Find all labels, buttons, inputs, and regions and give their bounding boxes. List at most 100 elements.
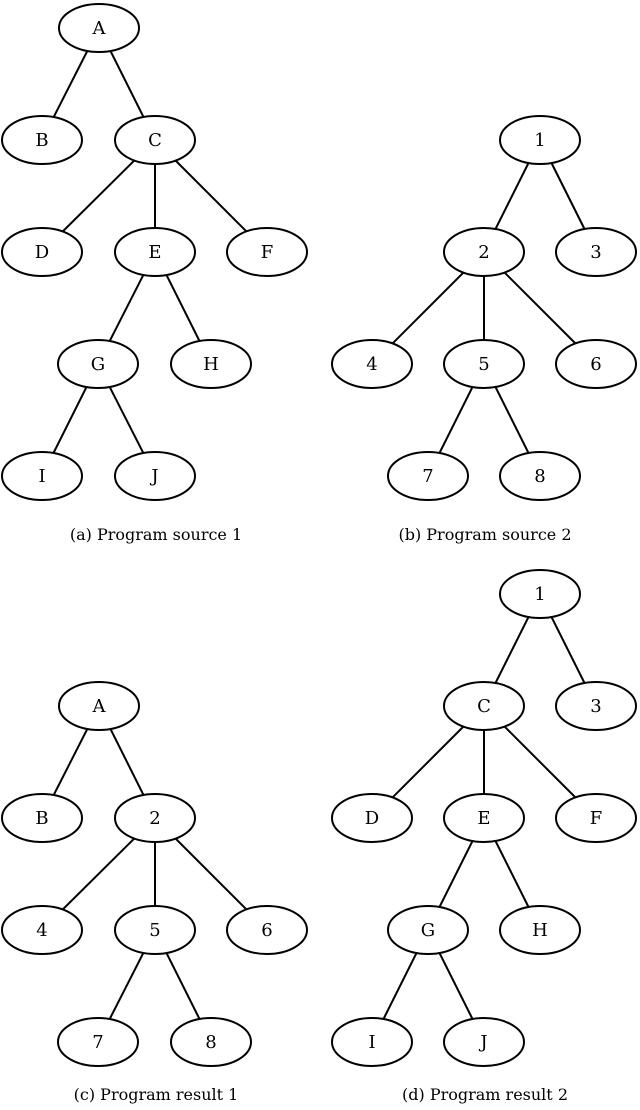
- tree-node: G: [57, 339, 139, 389]
- node-ellipse: [226, 227, 308, 277]
- tree-node: 7: [387, 451, 469, 501]
- node-ellipse: [443, 227, 525, 277]
- node-label: C: [477, 696, 491, 717]
- tree-node: 6: [555, 339, 637, 389]
- node-label: 7: [422, 466, 433, 487]
- node-label: 1: [534, 584, 545, 605]
- node-ellipse: [499, 569, 581, 619]
- node-ellipse: [1, 905, 83, 955]
- node-ellipse: [555, 339, 637, 389]
- node-ellipse: [114, 227, 196, 277]
- node-ellipse: [443, 793, 525, 843]
- node-label: 3: [590, 696, 601, 717]
- node-label: 7: [92, 1032, 103, 1053]
- node-ellipse: [57, 1017, 139, 1067]
- node-ellipse: [555, 227, 637, 277]
- tree-node: 2: [443, 227, 525, 277]
- tree-node: J: [443, 1017, 525, 1067]
- node-ellipse: [114, 905, 196, 955]
- tree-node: F: [226, 227, 308, 277]
- tree-node: H: [170, 339, 252, 389]
- node-ellipse: [170, 1017, 252, 1067]
- tree-node: 3: [555, 681, 637, 731]
- tree-node: 5: [443, 339, 525, 389]
- node-label: G: [421, 920, 435, 941]
- node-ellipse: [1, 115, 83, 165]
- tree-node: A: [58, 3, 140, 53]
- node-ellipse: [443, 681, 525, 731]
- node-ellipse: [555, 793, 637, 843]
- node-label: I: [38, 466, 45, 487]
- tree-node: J: [114, 451, 196, 501]
- node-label: 2: [149, 808, 160, 829]
- node-ellipse: [1, 793, 83, 843]
- tree-node: 1: [499, 115, 581, 165]
- node-label: 6: [590, 354, 601, 375]
- node-label: E: [148, 242, 161, 263]
- node-ellipse: [1, 227, 83, 277]
- tree-node: B: [1, 793, 83, 843]
- tree-node: E: [114, 227, 196, 277]
- node-ellipse: [555, 681, 637, 731]
- panel-program-result-1: A B 2 4 5 6 7 8 (c) Program result 1: [1, 681, 308, 1104]
- node-ellipse: [58, 681, 140, 731]
- tree-node: A: [58, 681, 140, 731]
- node-label: 5: [478, 354, 489, 375]
- node-ellipse: [443, 1017, 525, 1067]
- node-label: H: [532, 920, 548, 941]
- caption-program-result-1: (c) Program result 1: [74, 1085, 239, 1104]
- node-ellipse: [499, 905, 581, 955]
- node-label: J: [149, 466, 158, 487]
- node-label: H: [203, 354, 219, 375]
- node-label: C: [148, 130, 162, 151]
- node-label: 2: [478, 242, 489, 263]
- node-ellipse: [331, 1017, 413, 1067]
- tree-node: 6: [226, 905, 308, 955]
- tree-node: 4: [331, 339, 413, 389]
- panel-program-source-1: A B C D E F G H I J (a) Program source 1: [1, 3, 308, 544]
- tree-node: 1: [499, 569, 581, 619]
- node-label: A: [92, 18, 107, 39]
- tree-node: 8: [170, 1017, 252, 1067]
- tree-node: 2: [114, 793, 196, 843]
- node-label: F: [590, 808, 603, 829]
- tree-node: 3: [555, 227, 637, 277]
- tree-node: I: [1, 451, 83, 501]
- node-label: 4: [366, 354, 377, 375]
- tree-node: I: [331, 1017, 413, 1067]
- node-label: 6: [261, 920, 272, 941]
- node-ellipse: [226, 905, 308, 955]
- node-ellipse: [499, 451, 581, 501]
- node-ellipse: [443, 339, 525, 389]
- tree-node: H: [499, 905, 581, 955]
- node-label: 4: [36, 920, 47, 941]
- node-ellipse: [58, 3, 140, 53]
- node-ellipse: [499, 115, 581, 165]
- tree-node: G: [387, 905, 469, 955]
- tree-node: E: [443, 793, 525, 843]
- node-label: 8: [205, 1032, 216, 1053]
- caption-program-source-2: (b) Program source 2: [398, 525, 571, 544]
- node-ellipse: [331, 339, 413, 389]
- panel-program-source-2: 1 2 3 4 5 6 7 8 (b) Program source 2: [331, 115, 637, 544]
- node-label: G: [91, 354, 105, 375]
- node-label: B: [35, 808, 48, 829]
- node-ellipse: [387, 451, 469, 501]
- caption-program-source-1: (a) Program source 1: [70, 525, 242, 544]
- node-label: 5: [149, 920, 160, 941]
- node-label: B: [35, 130, 48, 151]
- tree-node: 8: [499, 451, 581, 501]
- node-ellipse: [57, 339, 139, 389]
- node-label: E: [477, 808, 490, 829]
- tree-node: F: [555, 793, 637, 843]
- tree-node: D: [331, 793, 413, 843]
- tree-node: D: [1, 227, 83, 277]
- tree-node: C: [114, 115, 196, 165]
- caption-program-result-2: (d) Program result 2: [402, 1085, 568, 1104]
- node-label: A: [92, 696, 107, 717]
- node-label: 3: [590, 242, 601, 263]
- node-ellipse: [114, 115, 196, 165]
- node-label: 1: [534, 130, 545, 151]
